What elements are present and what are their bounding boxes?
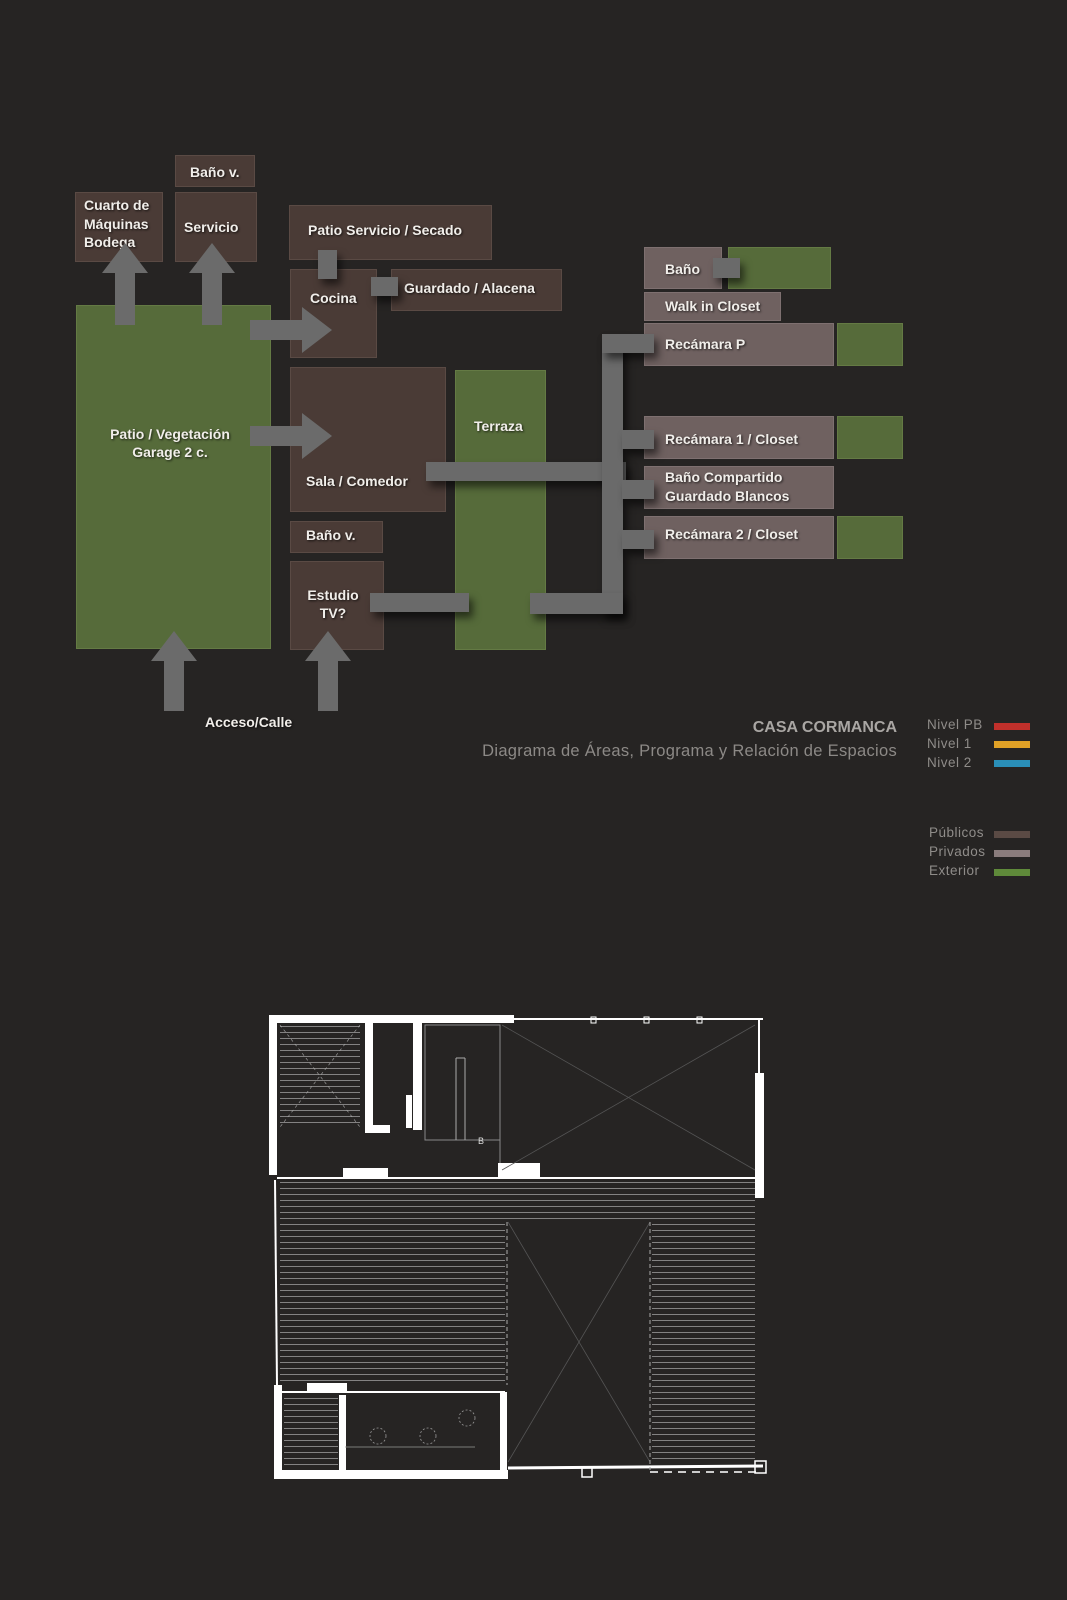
legend-level-2-swatch bbox=[994, 760, 1030, 767]
legend-level-1-swatch bbox=[994, 741, 1030, 748]
room-patio-servicio bbox=[289, 205, 492, 260]
room-cocina-label: Cocina bbox=[310, 290, 357, 306]
room-recamara-1 bbox=[644, 416, 834, 459]
label-line: Máquinas bbox=[84, 215, 149, 232]
legend-exterior-label: Exterior bbox=[929, 863, 980, 878]
room-bano-v-bottom-label: Baño v. bbox=[306, 527, 356, 543]
label-line: Guardado Blancos bbox=[665, 488, 790, 504]
room-recamara-2-label: Recámara 2 / Closet bbox=[665, 526, 799, 542]
label-line: Bodega bbox=[84, 234, 136, 250]
room-recamara-2 bbox=[644, 516, 834, 559]
ext-recamara-2 bbox=[837, 516, 903, 559]
room-recamara-1-label: Recámara 1 / Closet bbox=[665, 431, 799, 447]
room-bano-compartido-label: Baño Compartido Guardado Blancos bbox=[665, 468, 789, 506]
room-walk-in-closet-label: Walk in Closet bbox=[665, 298, 761, 314]
connector-cocina-alacena bbox=[371, 277, 398, 296]
legend-publicos-swatch bbox=[994, 831, 1030, 838]
room-cuarto-maquinas bbox=[75, 192, 163, 262]
ext-recamara-p bbox=[837, 323, 903, 366]
legend-publicos-label: Públicos bbox=[929, 825, 985, 840]
label-line: Cuarto de bbox=[84, 197, 150, 213]
room-recamara-p bbox=[644, 323, 834, 366]
arrow-right-sala-icon bbox=[250, 413, 332, 459]
room-bano-label: Baño bbox=[665, 261, 700, 277]
arrow-up-cuarto-maquinas-icon bbox=[102, 243, 148, 325]
label-line: TV? bbox=[319, 605, 347, 621]
connector-hall-terraza-bottom bbox=[530, 593, 623, 614]
room-bano-compartido bbox=[644, 466, 834, 509]
label-line: Patio / Vegetación bbox=[110, 426, 230, 442]
connector-hall-recamara-p bbox=[602, 334, 654, 353]
room-bano-v-bottom bbox=[290, 521, 383, 553]
label-line: Garage 2 c. bbox=[132, 444, 208, 460]
room-patio-vegetacion bbox=[76, 305, 271, 649]
connector-estudio-terraza bbox=[370, 593, 469, 612]
room-estudio-label: Estudio TV? bbox=[298, 586, 368, 622]
room-bano-v-top bbox=[175, 155, 255, 187]
room-servicio-label: Servicio bbox=[184, 219, 239, 235]
legend-exterior-swatch bbox=[994, 869, 1030, 876]
connector-hall-recamara-1 bbox=[622, 430, 654, 449]
legend-privados-swatch bbox=[994, 850, 1030, 857]
connector-sala-hall bbox=[426, 462, 626, 481]
legend-privados-label: Privados bbox=[929, 844, 986, 859]
connector-patio-servicio-cocina bbox=[318, 250, 337, 279]
room-patio-vegetacion-label: Patio / Vegetación Garage 2 c. bbox=[90, 425, 250, 461]
arrow-up-servicio-icon bbox=[189, 243, 235, 325]
arrow-right-cocina-icon bbox=[250, 307, 332, 353]
room-cuarto-maquinas-label: Cuarto de Máquinas Bodega bbox=[84, 196, 149, 252]
room-bano-v-top-label: Baño v. bbox=[190, 164, 240, 180]
label-line: Baño Compartido bbox=[665, 469, 783, 485]
legend-level-2-label: Nivel 2 bbox=[927, 755, 972, 770]
room-sala-comedor-label: Sala / Comedor bbox=[306, 473, 408, 489]
legend-level-1-label: Nivel 1 bbox=[927, 736, 972, 751]
access-label: Acceso/Calle bbox=[205, 714, 293, 730]
room-patio-servicio-label: Patio Servicio / Secado bbox=[308, 222, 463, 238]
legend-level-pb-label: Nivel PB bbox=[927, 717, 983, 732]
connector-hall-recamara-2 bbox=[622, 530, 654, 549]
legend-level-pb-swatch bbox=[994, 723, 1030, 730]
arrow-up-patio-access-icon bbox=[151, 631, 197, 711]
room-guardado-alacena bbox=[391, 269, 562, 311]
connector-bano-exterior bbox=[713, 258, 740, 278]
project-subtitle: Diagrama de Áreas, Programa y Relación d… bbox=[482, 742, 897, 760]
connector-hall-vertical bbox=[602, 334, 623, 614]
label-line: Estudio bbox=[307, 587, 359, 603]
room-walk-in-closet bbox=[644, 292, 781, 321]
room-guardado-alacena-label: Guardado / Alacena bbox=[404, 280, 535, 296]
connector-hall-bano-compartido bbox=[622, 480, 654, 499]
project-title: CASA CORMANCA bbox=[752, 719, 897, 736]
room-recamara-p-label: Recámara P bbox=[665, 336, 746, 352]
floor-plan-label-b: B bbox=[478, 1136, 484, 1146]
arrow-up-estudio-access-icon bbox=[305, 631, 351, 711]
ext-recamara-1 bbox=[837, 416, 903, 459]
room-estudio bbox=[290, 561, 384, 650]
room-terraza-label: Terraza bbox=[474, 418, 523, 434]
